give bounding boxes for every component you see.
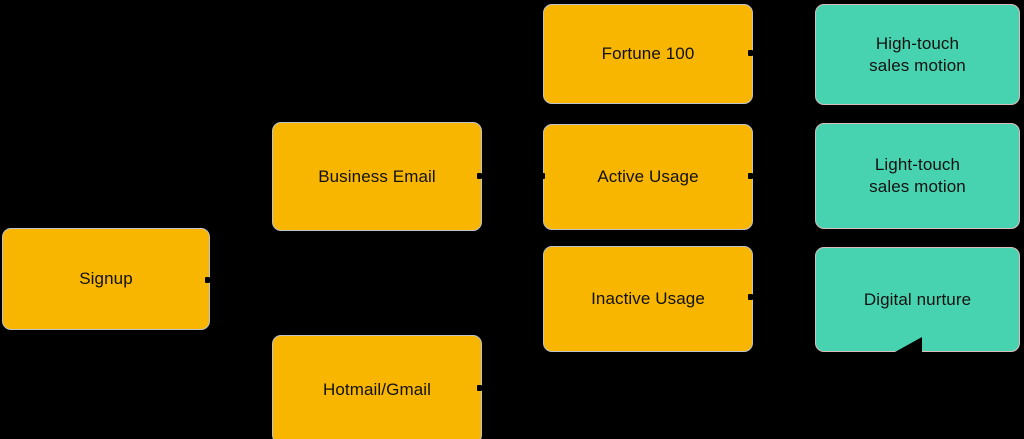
node-signup[interactable]: Signup xyxy=(2,228,210,330)
node-light-touch-sales-motion[interactable]: Light-touch sales motion xyxy=(815,123,1020,229)
node-label: Active Usage xyxy=(597,167,699,186)
connector-stub-signup-right xyxy=(205,277,210,283)
connector-stub-active-usage-right xyxy=(748,173,753,179)
node-active-usage[interactable]: Active Usage xyxy=(543,124,753,230)
connector-stub-fortune-100-right xyxy=(748,50,753,56)
node-fortune-100[interactable]: Fortune 100 xyxy=(543,4,753,104)
connector-stub-active-usage-left xyxy=(540,173,545,179)
node-label: Light-touch sales motion xyxy=(869,155,966,196)
node-label: Fortune 100 xyxy=(601,44,695,63)
node-hotmail-gmail[interactable]: Hotmail/Gmail xyxy=(272,335,482,439)
connector-stub-business-email-right xyxy=(477,173,482,179)
digital-nurture-tail-notch xyxy=(895,337,922,352)
node-label: High-touch sales motion xyxy=(869,33,966,75)
node-digital-nurture[interactable]: Digital nurture xyxy=(815,247,1020,352)
node-label: Hotmail/Gmail xyxy=(322,379,432,399)
node-business-email[interactable]: Business Email xyxy=(272,122,482,231)
connector-stub-hotmail-gmail-right xyxy=(477,385,482,391)
node-label: Digital nurture xyxy=(863,289,972,309)
node-label: Signup xyxy=(79,269,133,288)
node-label: Inactive Usage xyxy=(591,289,705,308)
node-inactive-usage[interactable]: Inactive Usage xyxy=(543,246,753,352)
node-high-touch-sales-motion[interactable]: High-touch sales motion xyxy=(815,4,1020,105)
node-label: Business Email xyxy=(318,166,436,186)
connector-stub-inactive-usage-right xyxy=(748,294,753,300)
